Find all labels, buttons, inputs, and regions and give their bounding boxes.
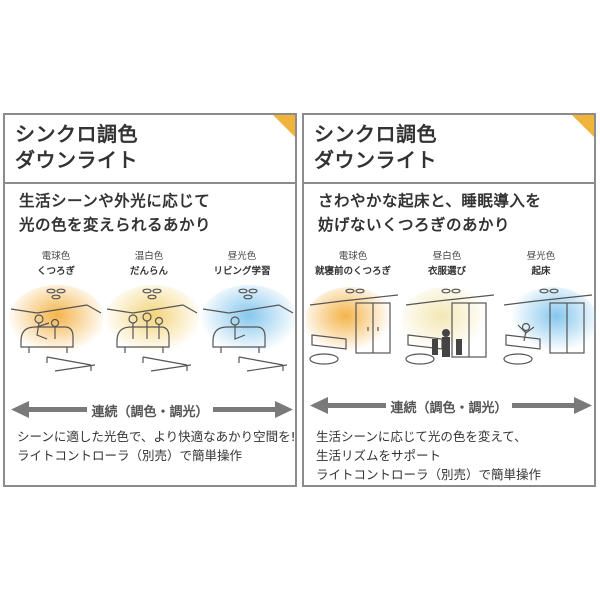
left-panel: シンクロ調色 ダウンライト 生活シーンや外光に応じて 光の色を変えられるあかり … <box>3 113 297 487</box>
scene-name: 衣服選び <box>427 266 466 277</box>
panel-footer: シーンに適した光色で、より快適なあかり空間を! ライトコントローラ（別売）で簡単… <box>17 427 296 465</box>
footer-line-1: 生活シーンに応じて光の色を変えて、 <box>316 429 527 444</box>
corner-accent <box>572 115 594 137</box>
scene-label-1: 電球色 就寝前のくつろぎ <box>308 249 398 279</box>
subtitle-line-2: 妨げないくつろぎのあかり <box>318 216 511 234</box>
scene-name: 就寝前のくつろぎ <box>314 266 391 277</box>
living-room-illustration <box>199 285 295 372</box>
scene-label-1: 電球色 くつろぎ <box>11 249 101 279</box>
panel-subtitle: 生活シーンや外光に応じて 光の色を変えられるあかり <box>19 189 211 237</box>
title-line-1: シンクロ調色 <box>314 122 437 146</box>
scene-name: 起床 <box>531 266 551 277</box>
scene-name: くつろぎ <box>36 266 75 277</box>
scene-mode: 昼光色 <box>526 251 556 262</box>
panel-title: シンクロ調色 ダウンライト <box>15 121 138 173</box>
arrow-label: 連続（調色・調光） <box>87 405 213 420</box>
footer-line-2: ライトコントローラ（別売）で簡単操作 <box>17 448 243 463</box>
scene-name: だんらん <box>129 266 168 277</box>
scene-name: リビング学習 <box>213 266 271 277</box>
panel-subtitle: さわやかな起床と、睡眠導入を 妨げないくつろぎのあかり <box>318 189 541 237</box>
footer-line-2: 生活リズムをサポート <box>316 448 442 463</box>
title-line-1: シンクロ調色 <box>15 122 138 146</box>
subtitle-line-1: 生活シーンや外光に応じて <box>19 192 211 210</box>
living-room-illustration <box>103 285 199 372</box>
corner-accent <box>273 115 295 137</box>
scene-label-2: 温白色 だんらん <box>104 249 194 279</box>
panel-title: シンクロ調色 ダウンライト <box>314 121 437 173</box>
title-line-2: ダウンライト <box>314 148 437 172</box>
divider <box>5 182 295 184</box>
scene-mode: 電球色 <box>338 251 368 262</box>
subtitle-line-2: 光の色を変えられるあかり <box>19 216 212 234</box>
bedroom-illustration <box>402 287 495 365</box>
right-panel: シンクロ調色 ダウンライト さわやかな起床と、睡眠導入を 妨げないくつろぎのあか… <box>302 113 596 487</box>
scene-mode: 電球色 <box>41 251 71 262</box>
living-room-illustration <box>7 285 103 372</box>
panel-footer: 生活シーンに応じて光の色を変えて、 生活リズムをサポート ライトコントローラ（別… <box>316 427 541 484</box>
scene-label-3: 昼光色 起床 <box>496 249 586 279</box>
bedroom-illustration <box>306 287 399 365</box>
scene-mode: 昼白色 <box>432 251 462 262</box>
footer-line-1: シーンに適した光色で、より快適なあかり空間を! <box>17 429 296 444</box>
continuous-arrow: 連続（調色・調光） <box>11 397 293 423</box>
subtitle-line-1: さわやかな起床と、睡眠導入を <box>318 192 542 210</box>
scene-label-3: 昼光色 リビング学習 <box>197 249 287 279</box>
arrow-label: 連続（調色・調光） <box>386 401 512 416</box>
scene-mode: 温白色 <box>134 251 164 262</box>
divider <box>304 182 594 184</box>
continuous-arrow: 連続（調色・調光） <box>310 393 592 419</box>
bedroom-illustration <box>503 287 596 365</box>
scene-label-2: 昼白色 衣服選び <box>402 249 492 279</box>
footer-line-3: ライトコントローラ（別売）で簡単操作 <box>316 467 542 482</box>
scene-mode: 昼光色 <box>227 251 257 262</box>
title-line-2: ダウンライト <box>15 148 138 172</box>
